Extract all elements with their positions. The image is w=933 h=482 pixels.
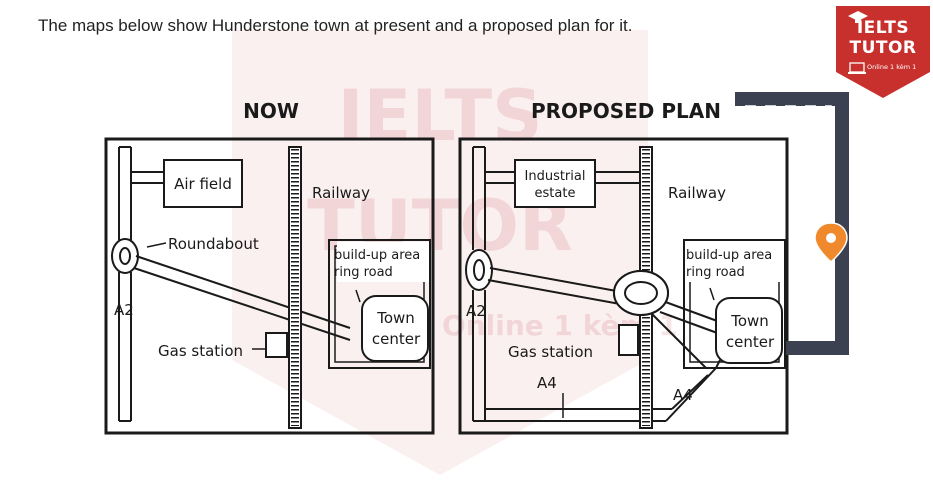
now-ringroad-pointer — [355, 289, 361, 303]
plan-a2-road — [472, 146, 486, 422]
now-diagonal-road — [133, 255, 351, 341]
plan-estate-label: estate — [535, 186, 576, 201]
plan-ringroad-label: ring road — [686, 265, 745, 280]
now-airfield-label: Air field — [174, 175, 232, 193]
now-gas-label: Gas station — [158, 342, 243, 360]
plan-railway-label: Railway — [668, 184, 726, 202]
plan-town-center-box — [715, 297, 783, 364]
location-pin-icon — [814, 222, 848, 263]
laptop-icon — [848, 62, 866, 74]
plan-town-label: Town — [730, 312, 769, 330]
plan-ringroad-pointer — [709, 287, 715, 301]
plan-industrial-label: Industrial — [525, 169, 586, 184]
now-town-label: Town — [376, 309, 415, 327]
plan-a4-left-label: A4 — [537, 374, 557, 392]
now-railway — [288, 146, 302, 429]
now-a2-label: A2 — [114, 301, 134, 319]
now-gas-station-box — [265, 332, 288, 358]
now-roundabout-pointer — [146, 242, 167, 248]
now-center-label: center — [372, 330, 421, 348]
logo-line2: TUTOR — [849, 38, 917, 58]
plan-builtup-label: build-up area — [686, 248, 772, 263]
plan-frame — [458, 137, 789, 435]
now-town-center-box — [361, 295, 429, 362]
graduation-cap-icon — [848, 11, 868, 23]
caption: The maps below show Hunderstone town at … — [38, 16, 633, 35]
plan-center-label: center — [726, 333, 775, 351]
watermark: IELTS TUTOR Online 1 kèm 1 — [232, 30, 678, 475]
now-heading: NOW — [243, 99, 299, 123]
plan-builtup-area — [683, 239, 786, 369]
ielts-tutor-logo[interactable]: IELTS TUTOR Online 1 kèm 1 — [836, 6, 930, 98]
now-railway-label: Railway — [312, 184, 370, 202]
plan-heading: PROPOSED PLAN — [531, 99, 721, 123]
now-frame — [104, 137, 435, 435]
logo-line1: IELTS — [856, 18, 910, 38]
now-ringroad-label: ring road — [334, 265, 393, 280]
now-roundabout-inner — [119, 247, 131, 265]
watermark-line1: IELTS — [337, 75, 542, 157]
now-builtup-label: build-up area — [334, 248, 420, 263]
plan-a4-road — [485, 311, 721, 422]
logo-badge — [836, 6, 930, 98]
plan-a4-right-label: A4 — [673, 386, 693, 404]
plan-gas-label: Gas station — [508, 343, 593, 361]
plan-industrial-box — [514, 159, 596, 208]
plan-gas-station-box — [618, 324, 639, 356]
now-builtup-area — [328, 239, 431, 369]
now-a2-road — [118, 146, 132, 422]
plan-a2-label: A2 — [466, 302, 486, 320]
plan-map: PROPOSED PLAN — [458, 99, 789, 435]
watermark-shield — [232, 30, 648, 475]
now-airfield-box — [163, 159, 243, 208]
now-roundabout-label: Roundabout — [168, 235, 259, 253]
now-airfield-road — [131, 171, 164, 184]
plan-industrial-road — [485, 171, 640, 184]
logo-line3: Online 1 kèm 1 — [867, 63, 917, 71]
now-map: NOW — [104, 99, 435, 435]
